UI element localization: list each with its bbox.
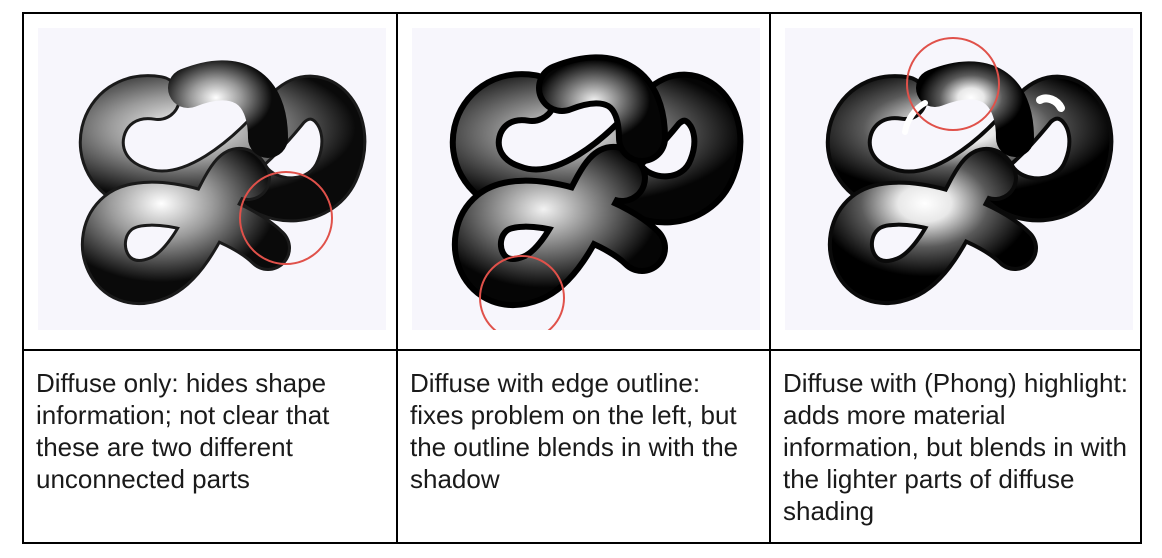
highlight-circle-3 [906, 37, 1000, 131]
comparison-table: Diffuse only: hides shape information; n… [22, 12, 1142, 544]
caption-phong-highlight: Diffuse with (Phong) highlight: adds mor… [783, 368, 1128, 526]
caption-cell-phong: Diffuse with (Phong) highlight: adds mor… [771, 351, 1140, 542]
diffuse-outline-image [412, 28, 760, 330]
highlight-circle-1 [239, 171, 333, 265]
image-cell-phong [771, 14, 1140, 351]
highlight-circle-2 [479, 255, 565, 330]
torus-knot-outline-svg [449, 54, 744, 330]
image-cell-outline [398, 14, 771, 351]
caption-diffuse-only: Diffuse only: hides shape information; n… [36, 368, 330, 494]
torus-knot-phong-svg [825, 37, 1114, 305]
phong-highlight-image [785, 28, 1133, 330]
image-cell-diffuse [24, 14, 398, 351]
diffuse-only-image [38, 28, 386, 330]
caption-cell-diffuse: Diffuse only: hides shape information; n… [24, 351, 398, 542]
caption-diffuse-outline: Diffuse with edge outline: fixes problem… [410, 368, 739, 494]
torus-knot-diffuse-svg [78, 60, 367, 305]
caption-cell-outline: Diffuse with edge outline: fixes problem… [398, 351, 771, 542]
